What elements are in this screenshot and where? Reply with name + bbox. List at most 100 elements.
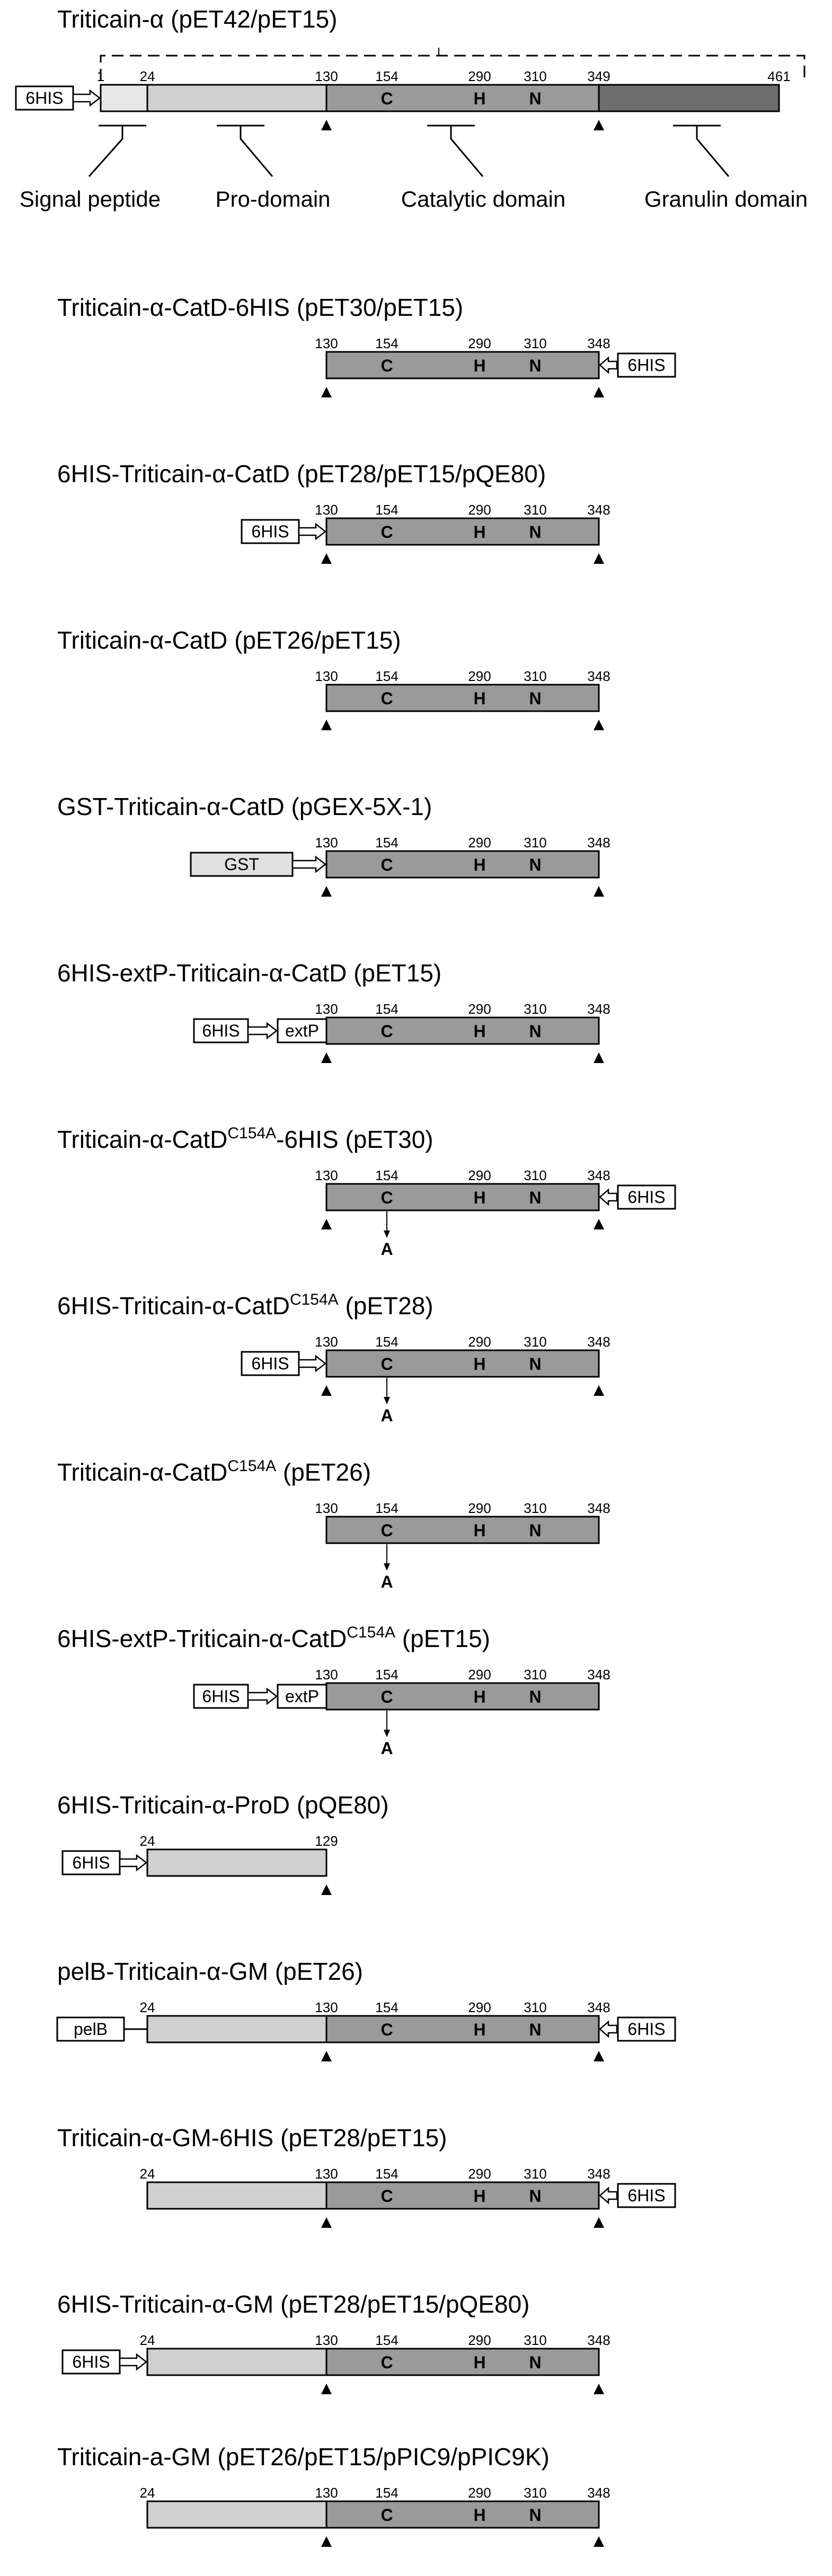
boundary-label: 24 bbox=[140, 2166, 155, 2182]
residue-label: N bbox=[529, 2353, 541, 2372]
residue-label: H bbox=[473, 1022, 485, 1041]
construct-title: 6HIS-Triticain-α-ProD (pQE80) bbox=[57, 1791, 389, 1819]
his-tag-box bbox=[241, 519, 300, 544]
residue-label: N bbox=[529, 356, 541, 375]
his-tag-label: 6HIS bbox=[627, 356, 665, 375]
residue-label: H bbox=[473, 1355, 485, 1374]
residue-label: C bbox=[380, 89, 393, 108]
his-tag-label: 6HIS bbox=[72, 1853, 110, 1872]
residue-label: C bbox=[380, 855, 393, 874]
cleavage-site-marker bbox=[594, 2384, 604, 2394]
tag-arrow bbox=[298, 1355, 327, 1373]
cleavage-site-marker bbox=[594, 553, 604, 564]
boundary-label: 348 bbox=[587, 1334, 610, 1350]
residue-label: C bbox=[380, 1188, 393, 1207]
his-tag-box bbox=[61, 1850, 121, 1875]
cleavage-site-marker bbox=[321, 2384, 332, 2394]
construct-6his-extp-catd: 6HIS-extP-Triticain-α-CatD (pET15) 6HIS … bbox=[57, 959, 610, 1063]
boundary-label: 24 bbox=[140, 2485, 155, 2501]
residue-label: H bbox=[473, 356, 485, 375]
mutation-label: A bbox=[380, 1406, 393, 1425]
cleavage-site-marker bbox=[594, 886, 604, 897]
residue-label: H bbox=[473, 2506, 485, 2525]
cleavage-site-marker bbox=[321, 720, 332, 730]
construct-title: 6HIS-Triticain-α-GM (pET28/pET15/pQE80) bbox=[57, 2290, 529, 2318]
boundary-label: 130 bbox=[315, 2485, 338, 2501]
boundary-label: 130 bbox=[315, 502, 338, 518]
cleavage-site-marker bbox=[321, 2051, 332, 2061]
cleavage-site-marker bbox=[594, 2217, 604, 2228]
construct-title: pelB-Triticain-α-GM (pET26) bbox=[57, 1958, 363, 1985]
residue-label: C bbox=[380, 2353, 393, 2372]
domain-label-pro-domain: Pro-domain bbox=[215, 187, 330, 211]
tag-arrow bbox=[119, 2353, 148, 2371]
residue-label: N bbox=[529, 2020, 541, 2039]
catalytic-domain-segment bbox=[325, 684, 600, 712]
boundary-label: 310 bbox=[524, 502, 546, 518]
cleavage-site-marker bbox=[321, 1884, 332, 1895]
construct-title: 6HIS-extP-Triticain-α-CatD (pET15) bbox=[57, 959, 441, 987]
catalytic-domain-segment bbox=[325, 1682, 600, 1711]
boundary-label: 24 bbox=[140, 2332, 155, 2348]
his-tag-box bbox=[617, 2016, 676, 2042]
residue-label: N bbox=[529, 1355, 541, 1374]
boundary-label: 130 bbox=[315, 2166, 338, 2182]
boundary-label: 290 bbox=[468, 1334, 491, 1350]
boundary-label: 290 bbox=[468, 68, 491, 84]
boundary-label: 348 bbox=[587, 1001, 610, 1017]
construct-gst-catd: GST-Triticain-α-CatD (pGEX-5X-1) GST 130… bbox=[57, 793, 610, 897]
domain-label-signal-peptide: Signal peptide bbox=[20, 187, 161, 211]
domain-callout-lines bbox=[88, 125, 730, 177]
boundary-label: 290 bbox=[468, 835, 491, 851]
his-tag-label: 6HIS bbox=[202, 1687, 240, 1706]
his-tag-label: 6HIS bbox=[627, 1188, 665, 1207]
boundary-label: 154 bbox=[375, 668, 398, 684]
his-tag-label: 6HIS bbox=[251, 1354, 289, 1373]
construct-6his-catd: 6HIS-Triticain-α-CatD (pET28/pET15/pQE80… bbox=[57, 460, 610, 564]
boundary-label: 290 bbox=[468, 1667, 491, 1683]
cleavage-site-marker bbox=[321, 1219, 332, 1229]
boundary-label: 348 bbox=[587, 335, 610, 351]
boundary-label: 310 bbox=[524, 1667, 546, 1683]
cleavage-site-marker bbox=[321, 886, 332, 897]
mutation-arrowhead bbox=[384, 1231, 390, 1238]
boundary-label: 310 bbox=[524, 1999, 546, 2015]
boundary-label: 290 bbox=[468, 502, 491, 518]
boundary-label: 154 bbox=[375, 1500, 398, 1516]
boundary-label: 310 bbox=[524, 1001, 546, 1017]
cleavage-site-marker bbox=[321, 2536, 332, 2547]
cleavage-site-marker bbox=[321, 120, 332, 130]
extp-tag-label: extP bbox=[285, 1687, 319, 1706]
residue-label: N bbox=[529, 855, 541, 874]
catalytic-domain-segment bbox=[325, 1016, 600, 1045]
pro-domain-segment bbox=[146, 2181, 328, 2210]
catalytic-domain-segment bbox=[325, 2500, 600, 2529]
construct-title: Triticain-α-CatD-6HIS (pET30/pET15) bbox=[57, 294, 463, 321]
cleavage-site-marker bbox=[321, 1052, 332, 1063]
pro-domain-segment bbox=[146, 2500, 328, 2529]
residue-label: C bbox=[380, 2020, 393, 2039]
catalytic-domain-segment bbox=[325, 2015, 600, 2043]
extp-tag-label: extP bbox=[285, 1021, 319, 1040]
residue-label: H bbox=[473, 855, 485, 874]
his-tag-label: 6HIS bbox=[202, 1021, 240, 1040]
catalytic-domain-segment bbox=[325, 1516, 600, 1544]
construct-title: Triticain-α-CatDC154A-6HIS (pET30) bbox=[57, 1125, 433, 1153]
tag-arrow bbox=[119, 1854, 148, 1872]
boundary-label: 130 bbox=[315, 335, 338, 351]
residue-label: H bbox=[473, 1521, 485, 1540]
construct-6his-catd-c154a: 6HIS-Triticain-α-CatDC154A (pET28) 6HIS … bbox=[57, 1291, 610, 1425]
construct-pelb-gm: pelB-Triticain-α-GM (pET26) pelB 6HIS 24… bbox=[56, 1958, 676, 2061]
boundary-label: 154 bbox=[375, 335, 398, 351]
boundary-label: 310 bbox=[524, 2485, 546, 2501]
boundary-label: 349 bbox=[587, 68, 610, 84]
boundary-label: 154 bbox=[375, 1334, 398, 1350]
cleavage-site-marker bbox=[321, 2217, 332, 2228]
his-tag-box bbox=[617, 352, 676, 378]
construct-catd-c154a-6his: Triticain-α-CatDC154A-6HIS (pET30) 6HIS … bbox=[57, 1125, 676, 1259]
boundary-label: 129 bbox=[315, 1833, 338, 1849]
construct-catd-6his: Triticain-α-CatD-6HIS (pET30/pET15) 6HIS… bbox=[57, 294, 676, 397]
domain-label-catalytic-domain: Catalytic domain bbox=[401, 187, 565, 211]
construct-title: GST-Triticain-α-CatD (pGEX-5X-1) bbox=[57, 793, 432, 820]
